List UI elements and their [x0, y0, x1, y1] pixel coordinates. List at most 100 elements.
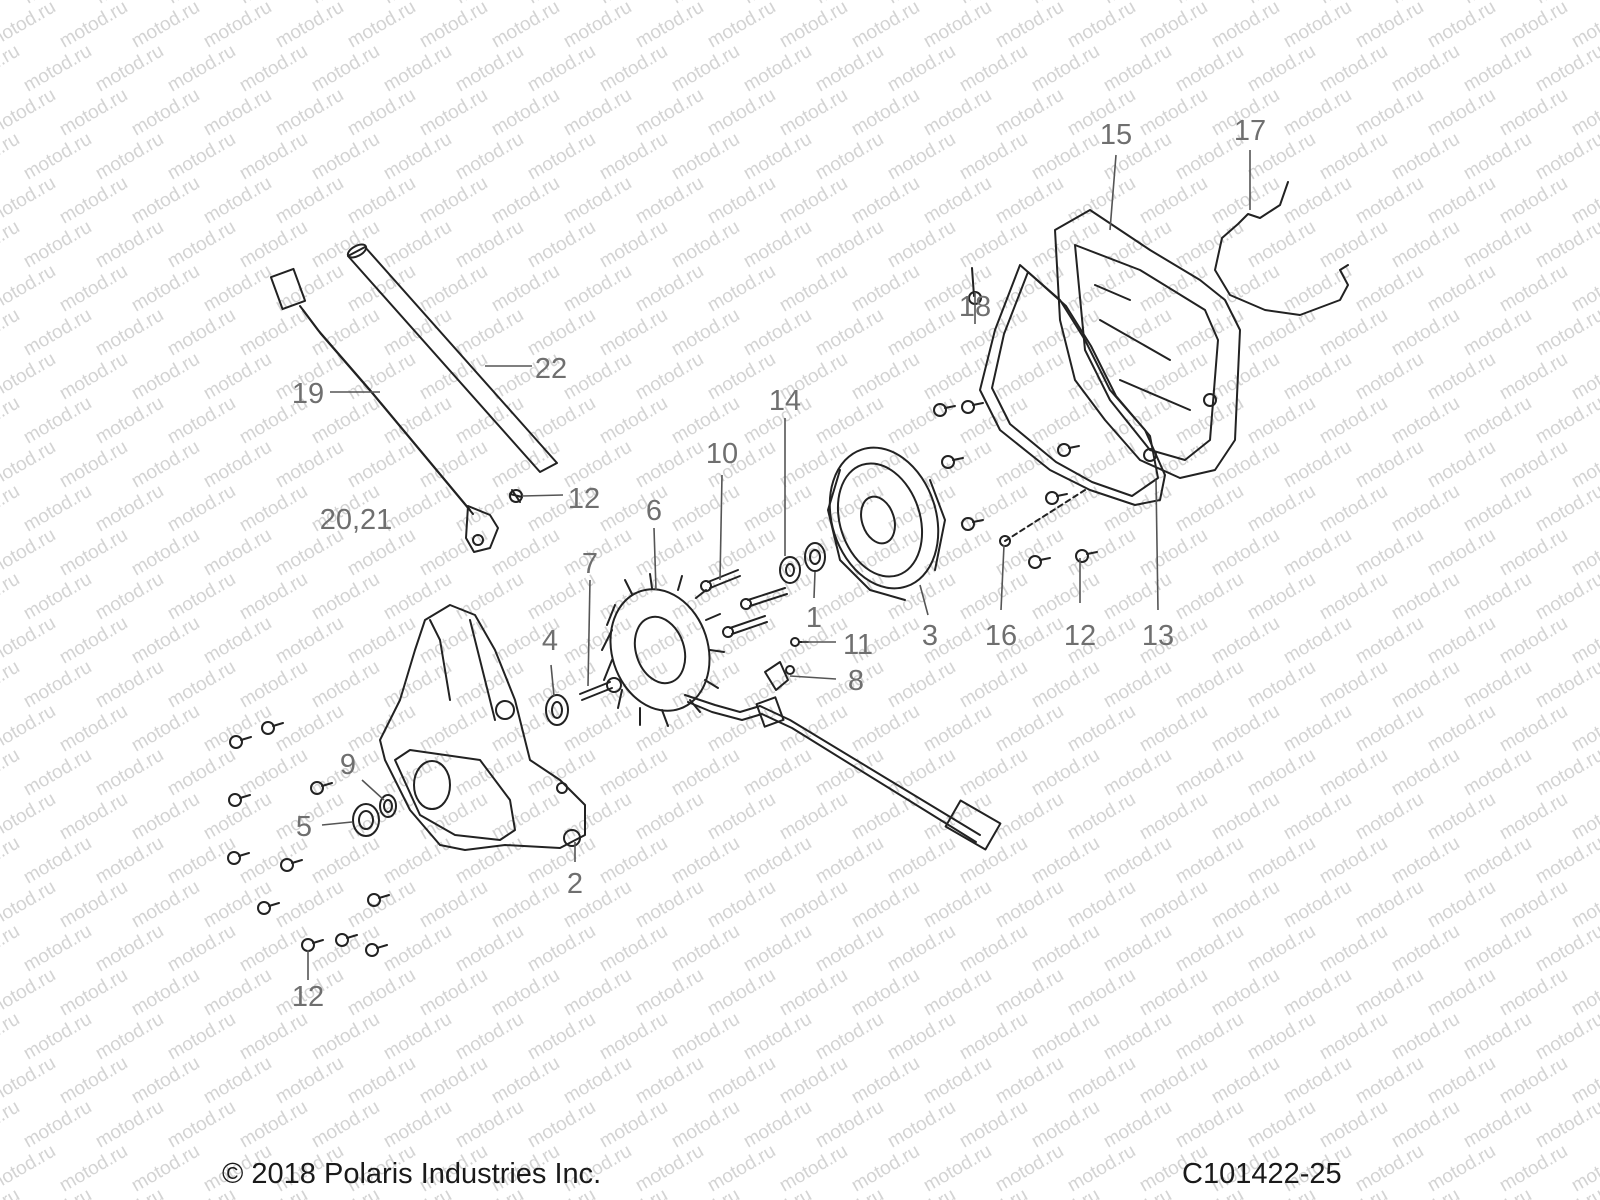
watermark-text: motod.ru — [164, 569, 239, 625]
watermark-text: motod.ru — [1100, 833, 1175, 889]
watermark-text: motod.ru — [0, 921, 23, 977]
watermark-text: motod.ru — [560, 173, 635, 229]
watermark-text: motod.ru — [920, 789, 995, 845]
watermark-text: motod.ru — [488, 0, 563, 52]
watermark-text: motod.ru — [740, 745, 815, 801]
callout-14: 14 — [769, 385, 801, 417]
watermark-text: motod.ru — [1280, 0, 1355, 52]
watermark-text: motod.ru — [164, 393, 239, 449]
watermark-text: motod.ru — [1532, 833, 1600, 889]
watermark-text: motod.ru — [56, 85, 131, 141]
part-wire-seal-17 — [1214, 181, 1349, 316]
watermark-text: motod.ru — [488, 965, 563, 1021]
watermark-text: motod.ru — [560, 0, 635, 52]
watermark-text: motod.ru — [56, 877, 131, 933]
watermark-text: motod.ru — [1208, 261, 1283, 317]
watermark-text: motod.ru — [1028, 569, 1103, 625]
watermark-text: motod.ru — [1388, 833, 1463, 889]
watermark-text: motod.ru — [812, 481, 887, 537]
watermark-text: motod.ru — [1100, 41, 1175, 97]
watermark-text: motod.ru — [308, 833, 383, 889]
watermark-text: motod.ru — [524, 833, 599, 889]
watermark-text: motod.ru — [164, 217, 239, 273]
watermark-text: motod.ru — [128, 789, 203, 845]
watermark-text: motod.ru — [668, 569, 743, 625]
watermark-text: motod.ru — [1496, 261, 1571, 317]
watermark-text: motod.ru — [308, 129, 383, 185]
watermark-text: motod.ru — [848, 349, 923, 405]
watermark-text: motod.ru — [308, 217, 383, 273]
watermark-text: motod.ru — [956, 569, 1031, 625]
watermark-text: motod.ru — [1136, 437, 1211, 493]
watermark-text: motod.ru — [1460, 129, 1535, 185]
watermark-text: motod.ru — [1208, 877, 1283, 933]
watermark-text: motod.ru — [488, 261, 563, 317]
watermark-text: motod.ru — [308, 569, 383, 625]
watermark-text: motod.ru — [596, 1009, 671, 1065]
watermark-text: motod.ru — [128, 437, 203, 493]
watermark-text: motod.ru — [812, 41, 887, 97]
callout-18: 18 — [959, 291, 991, 323]
watermark-text: motod.ru — [1244, 217, 1319, 273]
watermark-text: motod.ru — [704, 261, 779, 317]
watermark-text: motod.ru — [1352, 173, 1427, 229]
watermark-text: motod.ru — [884, 305, 959, 361]
watermark-text: motod.ru — [380, 833, 455, 889]
watermark-text: motod.ru — [812, 217, 887, 273]
watermark-text: motod.ru — [1208, 701, 1283, 757]
watermark-text: motod.ru — [560, 85, 635, 141]
watermark-text: motod.ru — [1388, 1097, 1463, 1153]
copyright-text: © 2018 Polaris Industries Inc. — [222, 1158, 602, 1190]
watermark-text: motod.ru — [812, 833, 887, 889]
watermark-text: motod.ru — [1244, 745, 1319, 801]
watermark-text: motod.ru — [308, 1097, 383, 1153]
watermark-text: motod.ru — [452, 305, 527, 361]
callout-1: 1 — [806, 602, 822, 634]
watermark-text: motod.ru — [200, 877, 275, 933]
watermark-text: motod.ru — [812, 921, 887, 977]
watermark-text: motod.ru — [1028, 305, 1103, 361]
watermark-text: motod.ru — [848, 965, 923, 1021]
watermark-text: motod.ru — [1460, 305, 1535, 361]
watermark-text: motod.ru — [164, 129, 239, 185]
watermark-text: motod.ru — [884, 129, 959, 185]
watermark-text: motod.ru — [308, 657, 383, 713]
watermark-text: motod.ru — [1316, 129, 1391, 185]
watermark-text: motod.ru — [1424, 0, 1499, 52]
watermark-text: motod.ru — [992, 85, 1067, 141]
watermark-text: motod.ru — [1460, 657, 1535, 713]
watermark-text: motod.ru — [1172, 569, 1247, 625]
watermark-text: motod.ru — [740, 305, 815, 361]
watermark-text: motod.ru — [1352, 85, 1427, 141]
watermark-text: motod.ru — [128, 525, 203, 581]
watermark-text: motod.ru — [1136, 965, 1211, 1021]
watermark-text: motod.ru — [56, 965, 131, 1021]
watermark-text: motod.ru — [380, 217, 455, 273]
watermark-text: motod.ru — [1028, 481, 1103, 537]
watermark-text: motod.ru — [1496, 789, 1571, 845]
watermark-text: motod.ru — [0, 305, 23, 361]
watermark-text: motod.ru — [776, 701, 851, 757]
watermark-text: motod.ru — [164, 41, 239, 97]
watermark-text: motod.ru — [1316, 921, 1391, 977]
watermark-text: motod.ru — [344, 1053, 419, 1109]
watermark-text: motod.ru — [920, 1141, 995, 1197]
watermark-text: motod.ru — [1136, 85, 1211, 141]
watermark-text: motod.ru — [848, 0, 923, 52]
watermark-text: motod.ru — [416, 173, 491, 229]
watermark-text: motod.ru — [128, 1053, 203, 1109]
watermark-text: motod.ru — [56, 437, 131, 493]
watermark-text: motod.ru — [632, 261, 707, 317]
watermark-text: motod.ru — [920, 525, 995, 581]
watermark-text: motod.ru — [1424, 789, 1499, 845]
watermark-text: motod.ru — [344, 173, 419, 229]
part-clip-8 — [764, 661, 795, 691]
watermark-text: motod.ru — [380, 1009, 455, 1065]
callout-19: 19 — [292, 378, 324, 410]
watermark-text: motod.ru — [956, 129, 1031, 185]
watermark-text: motod.ru — [92, 217, 167, 273]
watermark-text: motod.ru — [1532, 657, 1600, 713]
watermark-text: motod.ru — [200, 85, 275, 141]
watermark-text: motod.ru — [992, 173, 1067, 229]
watermark-text: motod.ru — [884, 393, 959, 449]
